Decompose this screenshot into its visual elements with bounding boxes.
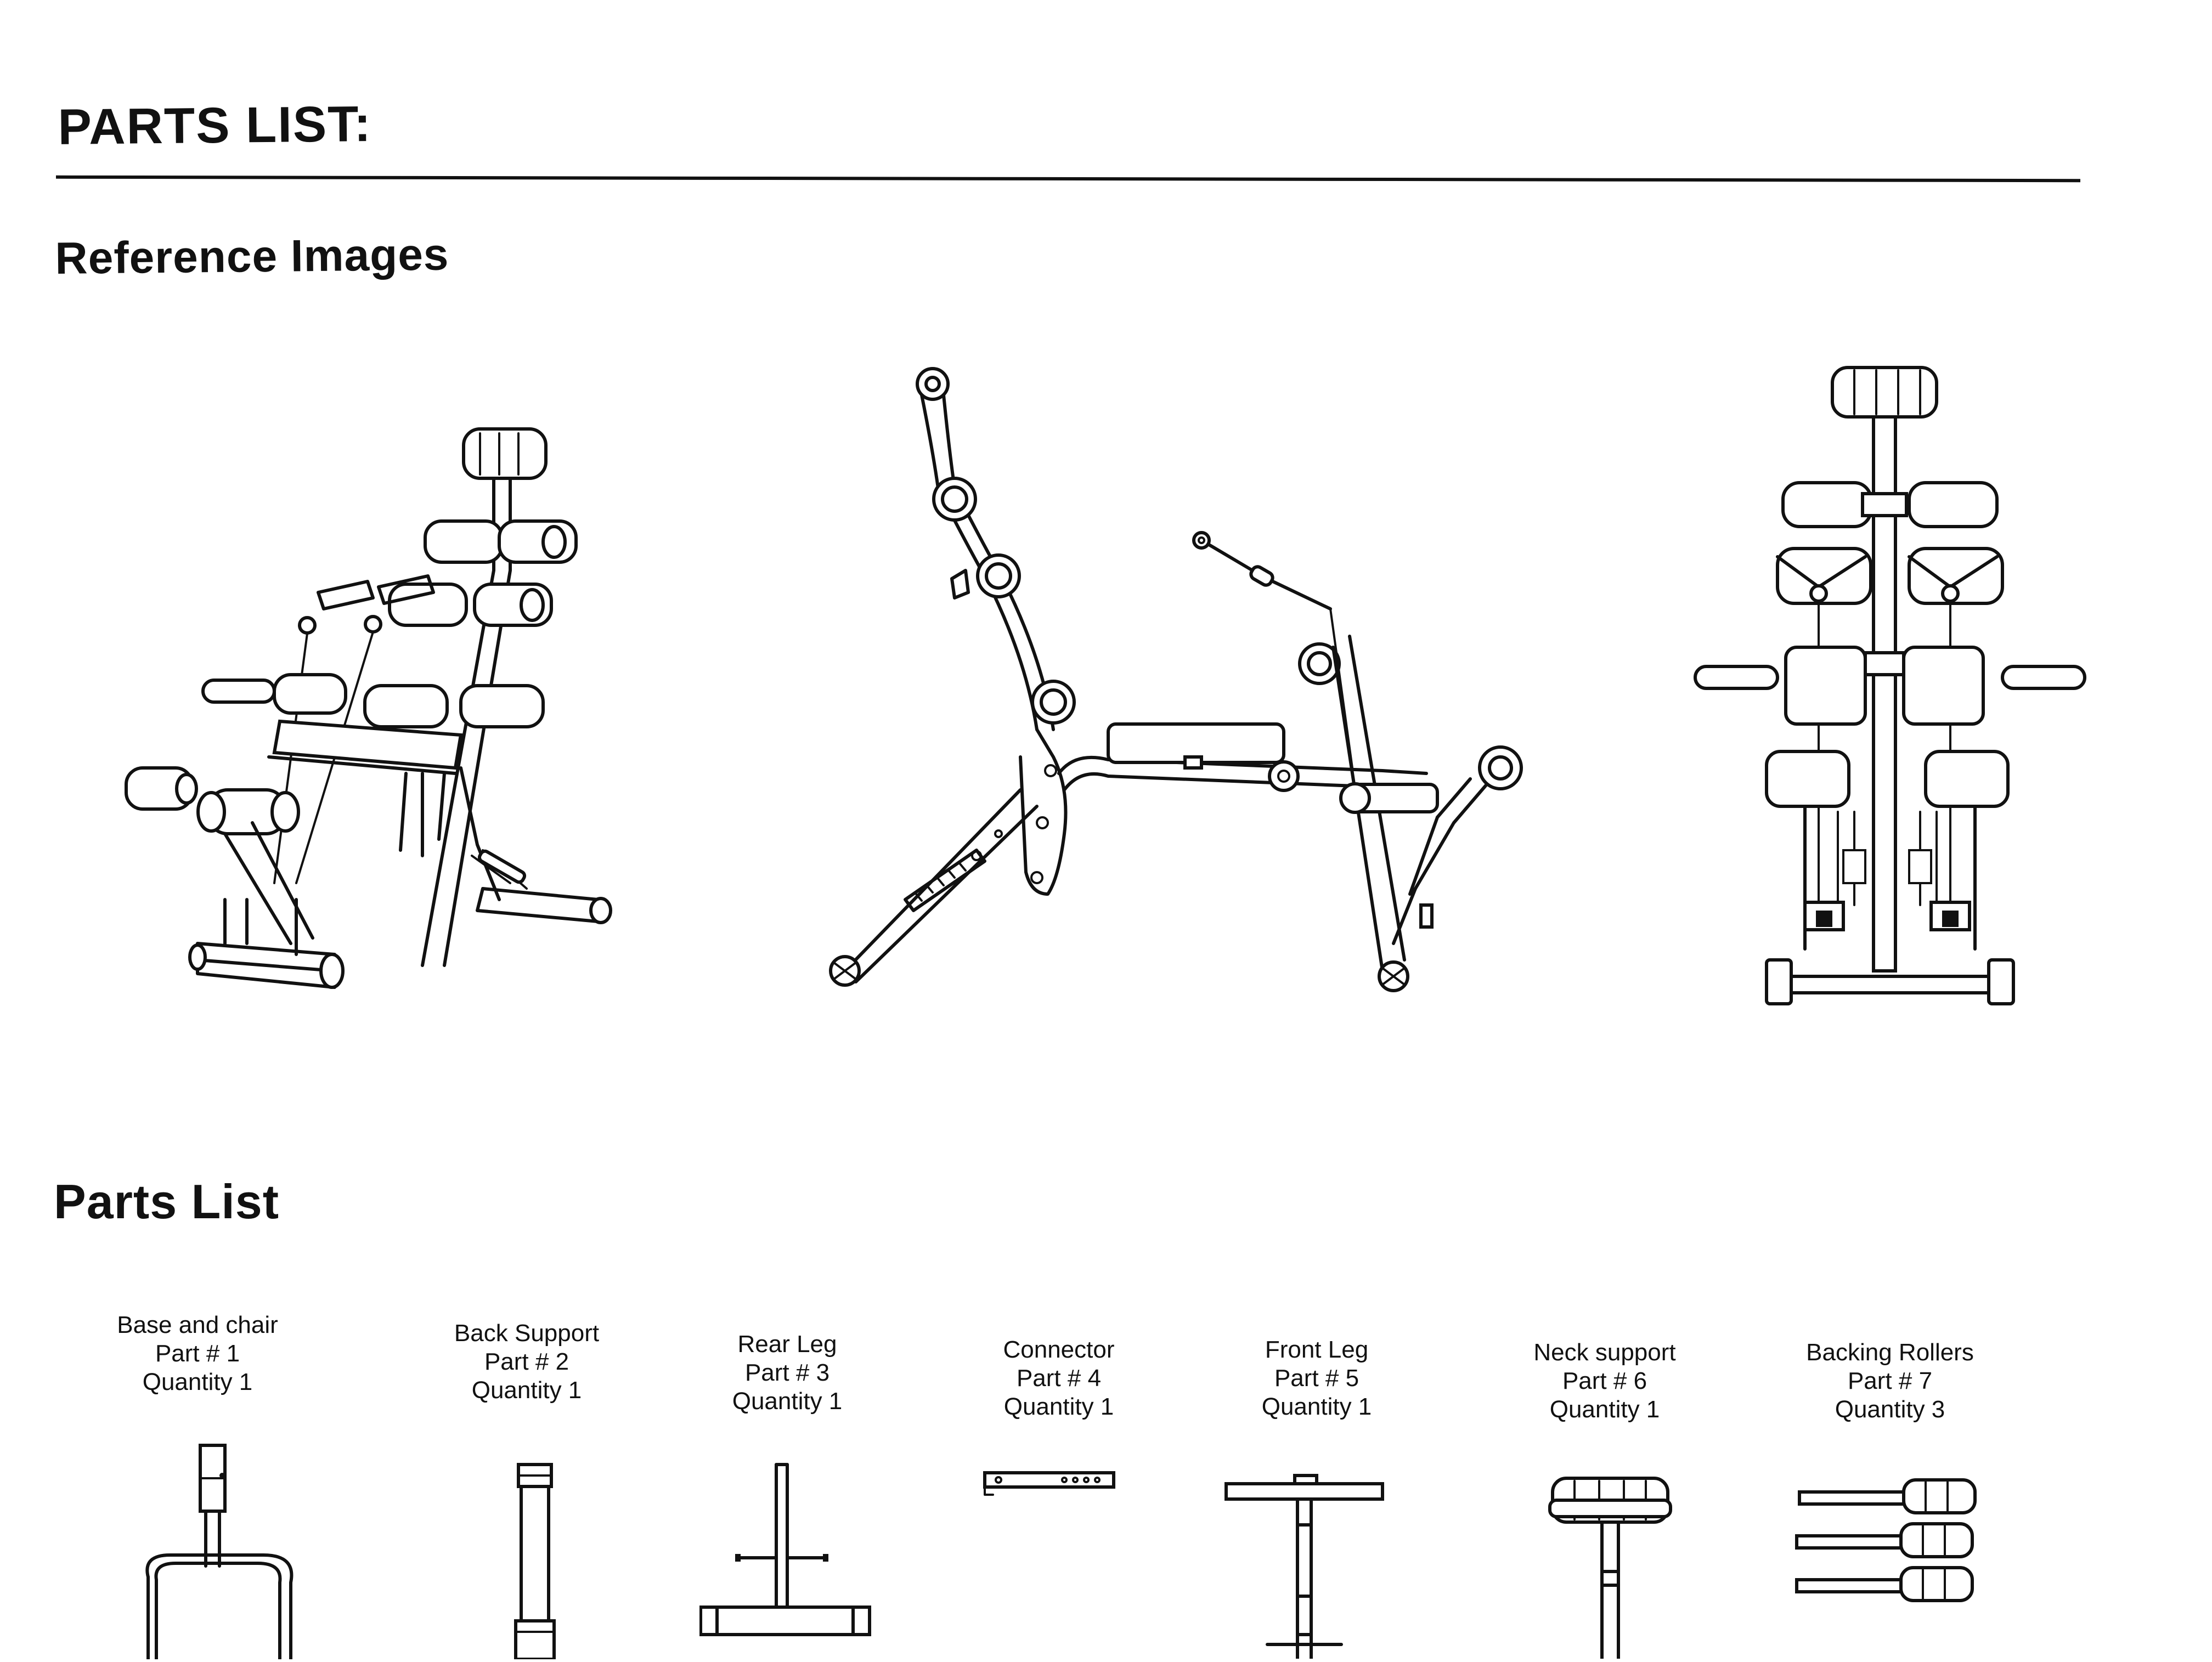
part-card: Front Leg Part # 5 Quantity 1 (1207, 1336, 1426, 1421)
part-number: Part # 1 (155, 1340, 240, 1367)
backing-rollers-drawing (1794, 1476, 1980, 1618)
base-and-chair-drawing (132, 1440, 307, 1661)
part-number: Part # 7 (1847, 1367, 1933, 1394)
part-number: Part # 2 (484, 1348, 569, 1375)
part-label: Base and chair Part # 1 Quantity 1 (88, 1311, 307, 1397)
part-name: Front Leg (1265, 1336, 1369, 1363)
part-name: Backing Rollers (1806, 1339, 1974, 1366)
part-name: Base and chair (117, 1311, 278, 1338)
part-quantity: Quantity 3 (1835, 1396, 1945, 1423)
back-support-drawing (510, 1462, 560, 1661)
part-number: Part # 6 (1562, 1367, 1647, 1394)
part-number: Part # 5 (1274, 1365, 1359, 1392)
reference-images-heading: Reference Images (55, 229, 449, 284)
part-card: Neck support Part # 6 Quantity 1 (1495, 1338, 1714, 1424)
part-card: Backing Rollers Part # 7 Quantity 3 (1780, 1338, 2000, 1424)
part-name: Rear Leg (737, 1331, 837, 1358)
part-name: Back Support (454, 1320, 600, 1347)
part-quantity: Quantity 1 (471, 1377, 582, 1404)
part-label: Backing Rollers Part # 7 Quantity 3 (1780, 1338, 2000, 1424)
connector-drawing (982, 1467, 1119, 1500)
part-card: Base and chair Part # 1 Quantity 1 (88, 1311, 307, 1397)
part-number: Part # 4 (1016, 1365, 1102, 1392)
part-quantity: Quantity 1 (732, 1388, 843, 1415)
part-quantity: Quantity 1 (1003, 1393, 1114, 1420)
part-quantity: Quantity 1 (1261, 1393, 1372, 1420)
part-number: Part # 3 (744, 1359, 830, 1386)
title-divider (55, 175, 2081, 183)
machine-perspective-view-drawing (115, 417, 636, 1009)
part-label: Back Support Part # 2 Quantity 1 (417, 1319, 636, 1405)
part-quantity: Quantity 1 (1549, 1396, 1660, 1423)
part-card: Back Support Part # 2 Quantity 1 (417, 1319, 636, 1405)
machine-side-view-drawing (812, 351, 1536, 1009)
part-card: Connector Part # 4 Quantity 1 (949, 1336, 1169, 1421)
page-title: PARTS LIST: (58, 96, 373, 155)
machine-front-view-drawing (1679, 357, 2096, 1020)
part-name: Connector (1003, 1336, 1115, 1363)
front-leg-drawing (1223, 1470, 1388, 1660)
parts-list-heading: Parts List (54, 1174, 280, 1229)
part-quantity: Quantity 1 (142, 1369, 253, 1395)
part-label: Rear Leg Part # 3 Quantity 1 (678, 1330, 897, 1416)
rear-leg-drawing (699, 1462, 875, 1643)
part-card: Rear Leg Part # 3 Quantity 1 (678, 1330, 897, 1416)
part-name: Neck support (1533, 1339, 1676, 1366)
neck-support-drawing (1547, 1476, 1673, 1660)
part-label: Front Leg Part # 5 Quantity 1 (1207, 1336, 1426, 1421)
part-label: Connector Part # 4 Quantity 1 (949, 1336, 1169, 1421)
part-label: Neck support Part # 6 Quantity 1 (1495, 1338, 1714, 1424)
